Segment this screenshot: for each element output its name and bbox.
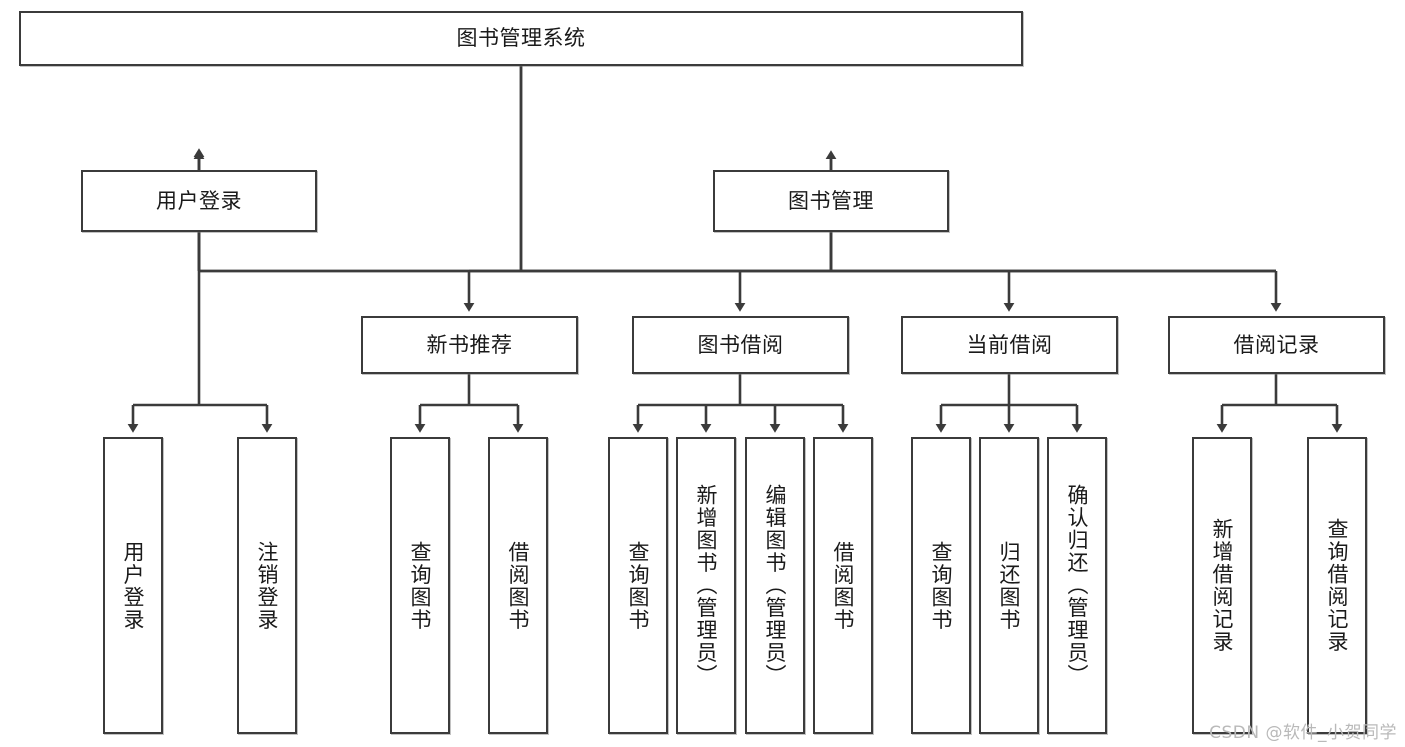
node-label: 新书推荐: [426, 332, 513, 357]
leaf-edit-book-admin[interactable]: 编辑图书（管理员）: [745, 437, 805, 734]
node-label: 归还图书: [997, 540, 1022, 631]
leaf-add-book-admin[interactable]: 新增图书（管理员）: [676, 437, 736, 734]
node-book-management[interactable]: 图书管理: [713, 170, 949, 232]
node-label: 借阅图书: [831, 540, 856, 631]
node-label: 查询借阅记录: [1325, 518, 1350, 653]
node-label: 新增借阅记录: [1210, 518, 1235, 653]
leaf-borrow-book[interactable]: 借阅图书: [813, 437, 873, 734]
leaf-user-login[interactable]: 用户登录: [103, 437, 163, 734]
node-borrow-record[interactable]: 借阅记录: [1168, 316, 1385, 374]
node-label: 查询图书: [408, 540, 433, 631]
node-book-borrow[interactable]: 图书借阅: [632, 316, 849, 374]
node-label: 图书管理系统: [456, 26, 586, 51]
node-root-book-management-system[interactable]: 图书管理系统: [19, 11, 1023, 66]
node-user-login[interactable]: 用户登录: [81, 170, 317, 232]
node-label: 查询图书: [929, 540, 954, 631]
node-label: 借阅记录: [1233, 332, 1320, 357]
node-label: 用户登录: [121, 540, 146, 631]
node-label: 查询图书: [626, 540, 651, 631]
node-label: 注销登录: [255, 540, 280, 631]
leaf-confirm-return-admin[interactable]: 确认归还（管理员）: [1047, 437, 1107, 734]
node-new-book-recommend[interactable]: 新书推荐: [361, 316, 578, 374]
node-label: 图书管理: [788, 188, 874, 213]
leaf-add-borrow-record[interactable]: 新增借阅记录: [1192, 437, 1252, 734]
leaf-query-borrow-record[interactable]: 查询借阅记录: [1307, 437, 1367, 734]
leaf-return-book[interactable]: 归还图书: [979, 437, 1039, 734]
node-label: 编辑图书（管理员）: [763, 484, 788, 687]
node-label: 新增图书（管理员）: [694, 484, 719, 687]
leaf-logout[interactable]: 注销登录: [237, 437, 297, 734]
leaf-borrow-book-recommend[interactable]: 借阅图书: [488, 437, 548, 734]
node-label: 图书借阅: [697, 332, 784, 357]
node-label: 确认归还（管理员）: [1065, 484, 1090, 687]
leaf-query-book-borrow[interactable]: 查询图书: [608, 437, 668, 734]
watermark-text: CSDN @软件_小贺同学: [1209, 723, 1397, 743]
node-label: 当前借阅: [966, 332, 1053, 357]
leaf-query-book-current[interactable]: 查询图书: [911, 437, 971, 734]
leaf-query-book-recommend[interactable]: 查询图书: [390, 437, 450, 734]
node-label: 借阅图书: [506, 540, 531, 631]
node-label: 用户登录: [156, 188, 242, 213]
node-current-borrow[interactable]: 当前借阅: [901, 316, 1118, 374]
